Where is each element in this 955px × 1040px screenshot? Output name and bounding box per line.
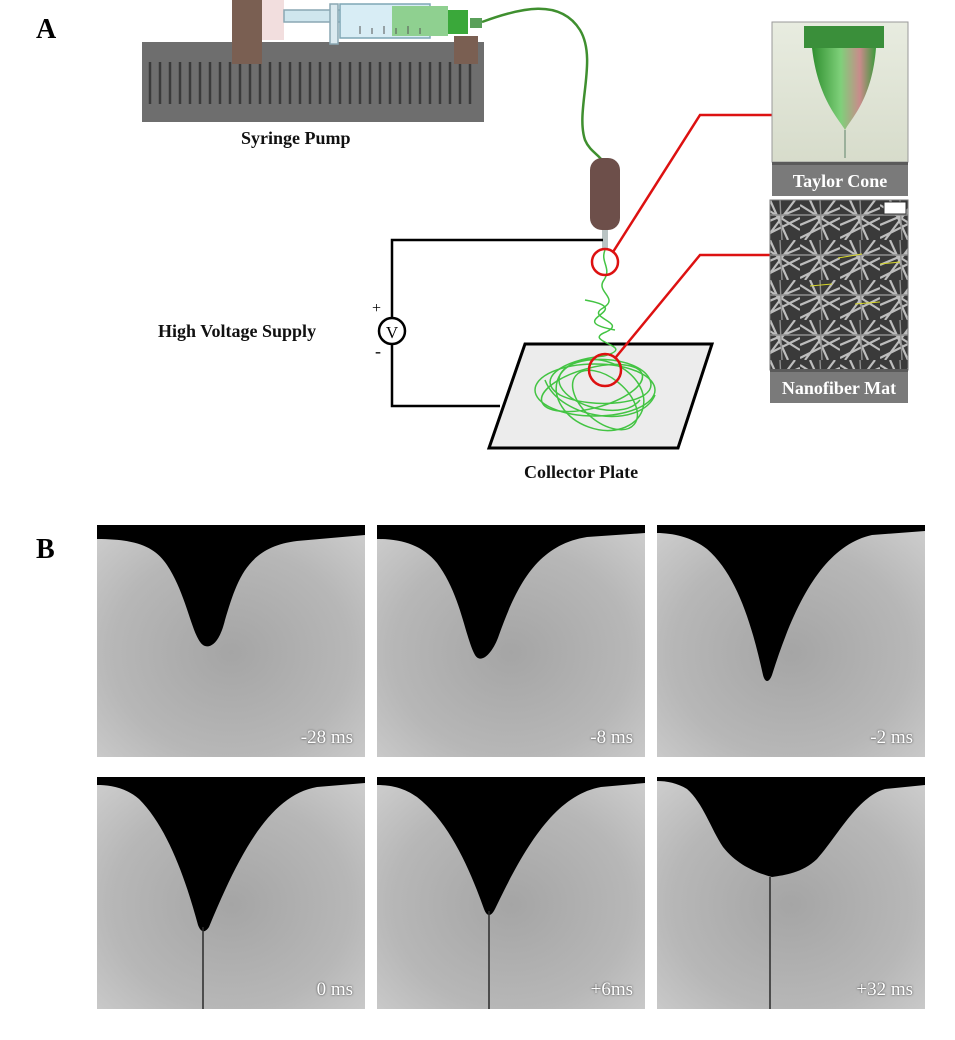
frame-2: -8 ms	[377, 525, 645, 757]
timestamp: -28 ms	[300, 727, 353, 748]
taylor-cone-shape	[812, 48, 876, 130]
nozzle	[590, 158, 620, 230]
frame-4: 0 ms	[97, 777, 365, 1009]
pump-rail-ticks	[148, 62, 472, 104]
droplet-image-3	[657, 525, 925, 757]
droplet-image-1	[97, 525, 365, 757]
droplet-image-2	[377, 525, 645, 757]
voltmeter-symbol: V	[386, 323, 399, 342]
circuit-wires	[390, 238, 603, 408]
syringe-tip	[448, 10, 468, 34]
minus-sign: -	[375, 341, 381, 361]
high-voltage-supply-label: High Voltage Supply	[158, 321, 317, 341]
droplet-image-4	[97, 777, 365, 1009]
callout-lines	[587, 113, 772, 388]
pump-pusher-block	[232, 0, 262, 64]
syringe-pump-label: Syringe Pump	[241, 128, 351, 148]
timestamp: +32 ms	[856, 979, 913, 1000]
voltmeter-icon	[377, 316, 407, 346]
nanofiber-mat-inset	[769, 199, 909, 371]
frame-5: +6ms	[377, 777, 645, 1009]
electrospinning-diagram: V + -	[142, 0, 909, 450]
collector-plate	[486, 342, 715, 450]
collector-plate-label: Collector Plate	[524, 462, 639, 482]
taylor-cone-label: Taylor Cone	[772, 162, 908, 196]
frame-3: -2 ms	[657, 525, 925, 757]
timestamp: -2 ms	[870, 727, 913, 748]
plus-sign: +	[372, 300, 381, 317]
nanofiber-mat-label: Nanofiber Mat	[770, 369, 908, 403]
tubing	[481, 7, 605, 163]
frame-6: +32 ms	[657, 777, 925, 1009]
panel-a-letter: A	[36, 14, 57, 45]
needle	[602, 230, 608, 248]
droplet-image-5	[377, 777, 645, 1009]
frame-1: -28 ms	[97, 525, 365, 757]
pump-pusher-pink	[262, 0, 284, 40]
pump-base	[142, 42, 484, 122]
fiber-jet	[534, 249, 656, 432]
pump-clamp	[454, 36, 478, 64]
panel-b-letter: B	[36, 534, 55, 565]
timestamp: +6ms	[590, 979, 633, 1000]
syringe-pump	[142, 0, 484, 122]
timestamp: 0 ms	[316, 979, 353, 1000]
timestamp: -8 ms	[590, 727, 633, 748]
syringe-plunger-flange	[329, 3, 339, 45]
droplet-image-6	[657, 777, 925, 1009]
scale-bar-box	[883, 201, 907, 215]
